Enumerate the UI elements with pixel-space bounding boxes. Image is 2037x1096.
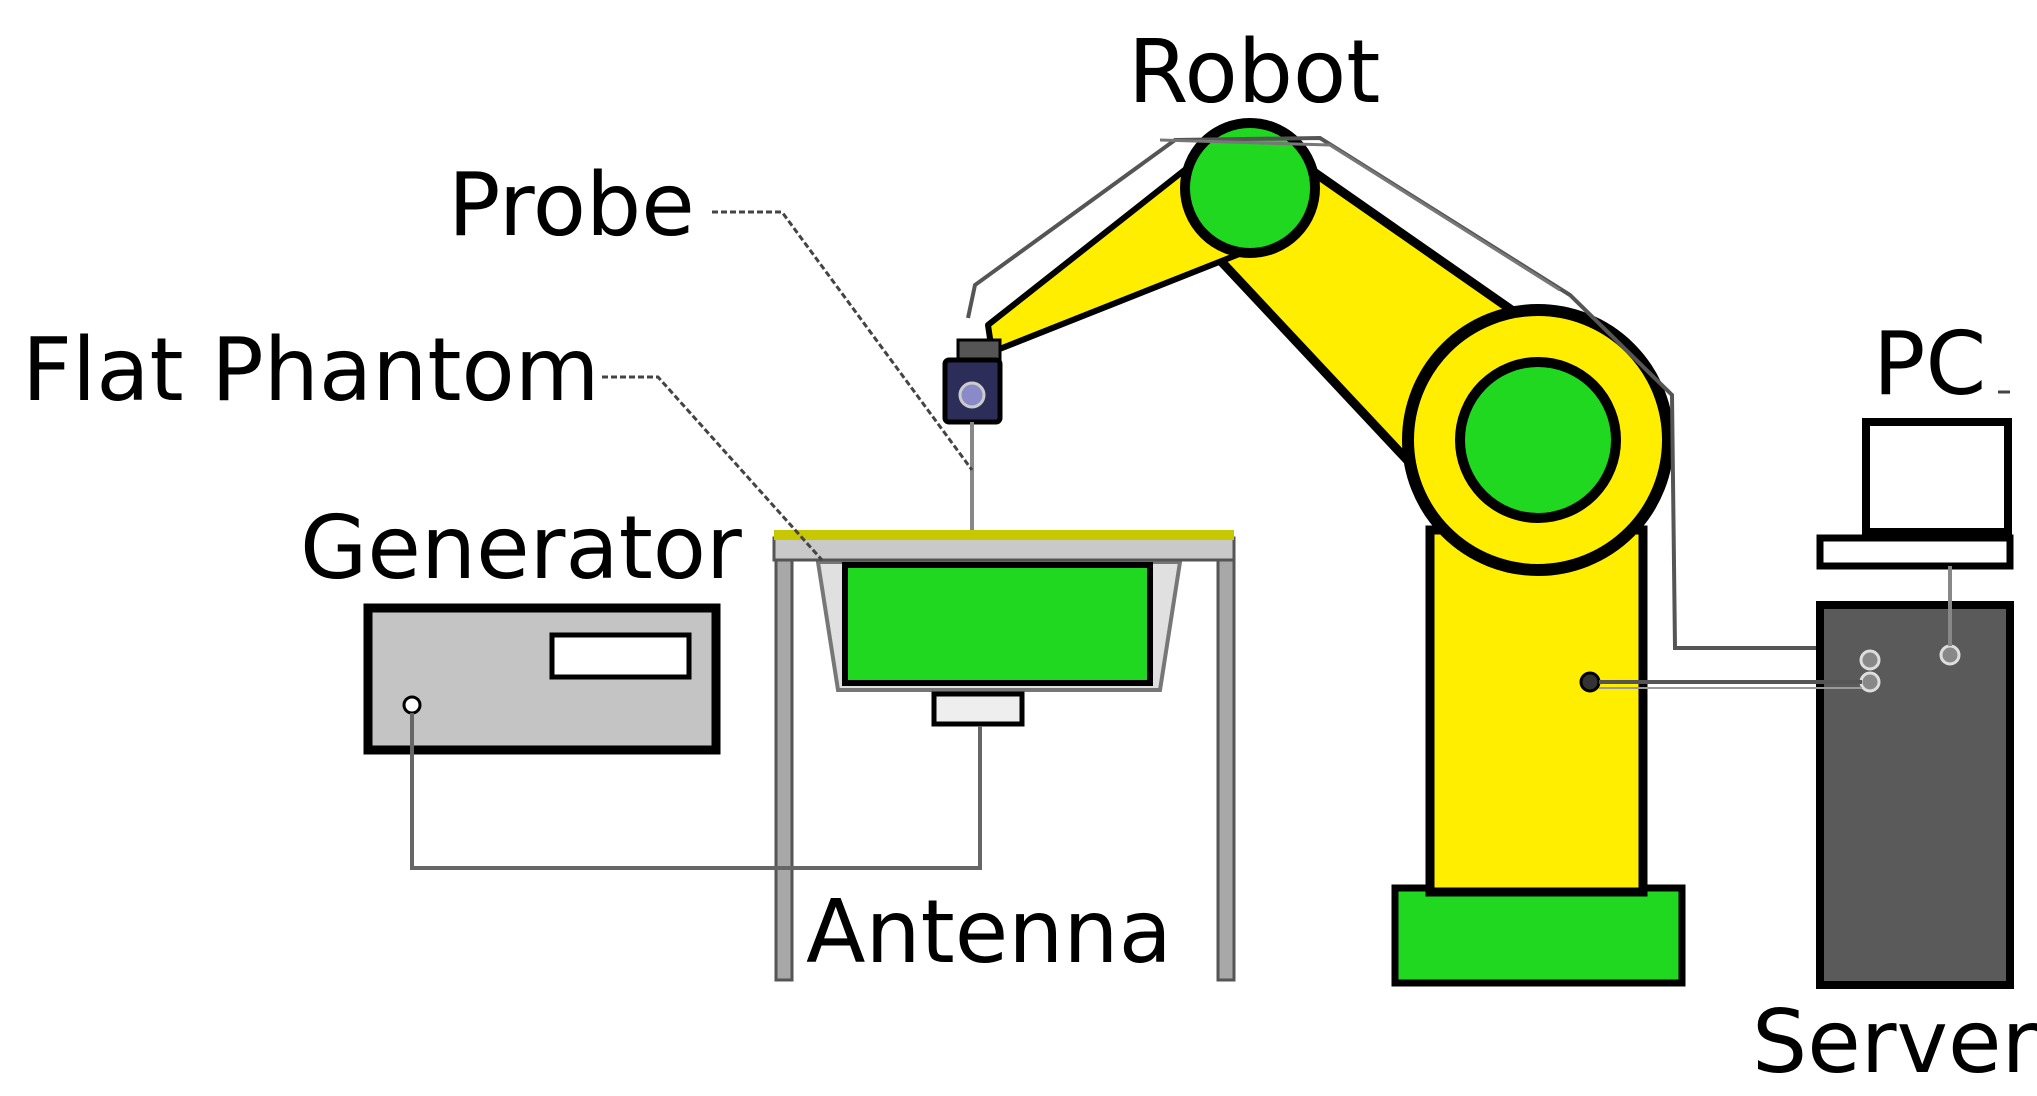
pc-monitor <box>1862 418 2012 536</box>
robot-elbow-joint <box>1180 118 1320 258</box>
label-probe: Probe <box>448 154 695 256</box>
flat-phantom-leader-line <box>602 375 824 562</box>
label-pc: PC <box>1873 313 1986 415</box>
label-antenna: Antenna <box>806 881 1172 983</box>
robot-arm-cable-2 <box>1159 138 1561 292</box>
robot-column <box>1425 525 1648 897</box>
label-generator: Generator <box>300 497 742 599</box>
phantom-liquid <box>842 562 1153 686</box>
pc-keyboard <box>1816 534 2014 570</box>
server-port-icon <box>1859 649 1881 671</box>
table-leg-right <box>1216 543 1236 982</box>
antenna <box>931 691 1025 727</box>
table-leg-left <box>774 543 794 982</box>
server-port-icon-2 <box>1859 671 1881 693</box>
label-server: Server <box>1752 991 2037 1093</box>
generator-display <box>549 632 692 680</box>
server <box>1816 601 2014 989</box>
server-pc-port-icon <box>1939 644 1961 666</box>
generator-port-icon <box>402 695 422 715</box>
table-top <box>772 536 1236 562</box>
generator-antenna-cable <box>410 713 982 870</box>
probe-leader-line <box>712 210 974 471</box>
robot-base <box>1391 884 1686 987</box>
probe-lens-icon <box>958 381 986 409</box>
label-flat-phantom: Flat Phantom <box>22 319 599 421</box>
label-robot: Robot <box>1128 21 1380 123</box>
flat-phantom-surface <box>774 530 1234 540</box>
robot-port-icon <box>1579 671 1601 693</box>
robot-shoulder-joint <box>1455 357 1621 523</box>
